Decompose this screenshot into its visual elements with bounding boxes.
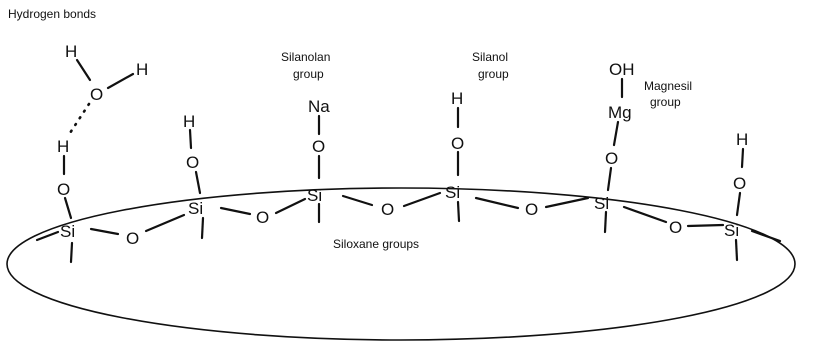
atom-water-h-left: H (65, 42, 77, 61)
atom-si6: Si (724, 221, 739, 240)
bond-si4-down (456, 200, 461, 223)
atom-o6: O (733, 174, 746, 193)
bond-mg-o (612, 120, 620, 147)
atom-o-bridge-1: O (126, 229, 139, 248)
bond-si2-down (200, 216, 205, 240)
atom-h4: H (451, 89, 463, 108)
bond-o6-si6 (735, 191, 742, 217)
bond-water-h-o (75, 58, 92, 82)
label-siloxane-groups: Siloxane groups (333, 237, 419, 251)
atom-water-o: O (90, 85, 103, 104)
bond-o-si5 (544, 196, 590, 209)
bond-si5-o (622, 205, 668, 224)
atom-o3: O (312, 137, 325, 156)
bond-si6-down (734, 238, 739, 262)
atom-h6: H (736, 130, 748, 149)
bond-water-o-h (106, 72, 135, 90)
atom-water-h-right: H (136, 60, 148, 79)
atom-o-bridge-3: O (381, 200, 394, 219)
atom-si1: Si (60, 222, 75, 241)
silica-surface-ellipse (6, 187, 796, 341)
atom-o-bridge-5: O (669, 218, 682, 237)
bond-o-si5-vertical (606, 166, 613, 192)
bond-si1-o (89, 227, 120, 236)
label-magnesil-line2: group (650, 95, 681, 109)
atom-na: Na (308, 97, 330, 116)
hydrogen-bond-dots (68, 102, 91, 135)
atom-o1: O (57, 180, 70, 199)
atom-o4: O (451, 134, 464, 153)
atom-si2: Si (188, 199, 203, 218)
label-silanol-line2: group (478, 67, 509, 81)
bond-o1-si1 (63, 196, 73, 220)
label-silanolan-line1: Silanolan (281, 50, 330, 64)
bond-o-si4 (402, 191, 442, 208)
bond-o2-si2 (194, 170, 202, 195)
label-silanol-line1: Silanol (472, 50, 508, 64)
bond-h6-o6 (740, 147, 745, 169)
atom-si4: Si (445, 183, 460, 202)
bond-si2-o (219, 206, 252, 216)
atom-o5: O (605, 149, 618, 168)
bond-si6-right (750, 229, 782, 243)
atom-h1: H (57, 137, 69, 156)
bond-si4-o (474, 196, 520, 210)
bond-o-si6 (686, 223, 725, 228)
bond-o-si3 (274, 197, 307, 215)
atom-o2: O (186, 153, 199, 172)
atom-o-bridge-2: O (256, 208, 269, 227)
atom-mg: Mg (608, 103, 632, 122)
bond-si5-down (603, 210, 608, 234)
atom-si3: Si (307, 186, 322, 205)
atom-si5: Si (594, 194, 609, 213)
group-labels: Hydrogen bonds Silanolan group Silanol g… (8, 7, 692, 251)
label-silanolan-line2: group (293, 67, 324, 81)
bond-h2-o2 (188, 128, 193, 150)
atom-oh: OH (609, 60, 635, 79)
bond-si1-down (69, 241, 74, 264)
atom-labels: H O H H O Si O H O Si O Na O Si O H O Si… (57, 42, 748, 248)
bond-lines (35, 58, 782, 264)
atom-h2: H (183, 112, 195, 131)
label-magnesil-line1: Magnesil (644, 79, 692, 93)
atom-o-bridge-4: O (525, 200, 538, 219)
bond-si1-left (35, 230, 60, 242)
bond-si3-o (341, 194, 374, 207)
bond-o-si2 (144, 213, 186, 233)
label-hydrogen-bonds: Hydrogen bonds (8, 7, 96, 21)
